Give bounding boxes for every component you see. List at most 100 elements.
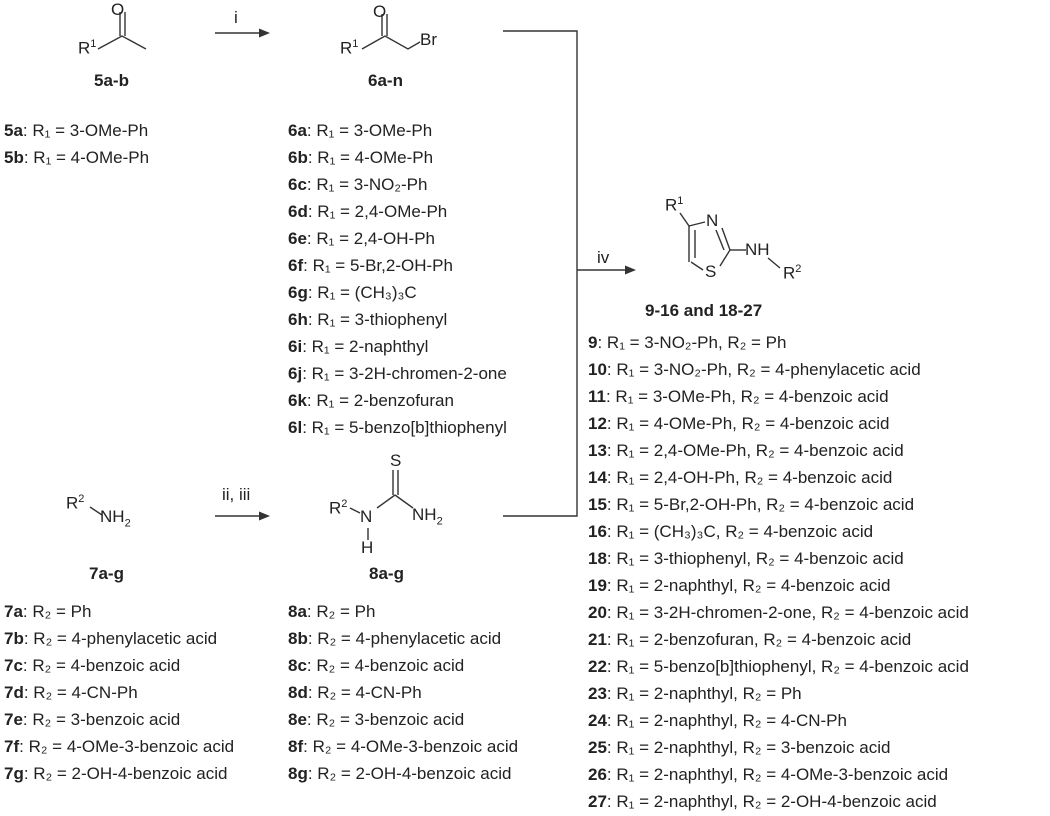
compound-id: 24 xyxy=(588,711,607,730)
atom-r-superscript: 1 xyxy=(90,38,97,50)
list-item: 9: R₁ = 3-NO₂-Ph, R₂ = Ph xyxy=(588,329,969,356)
substituent-text: : R₁ = 2-naphthyl, R₂ = 2-OH-4-benzoic a… xyxy=(606,792,937,811)
compound-id: 14 xyxy=(588,468,607,487)
list-item: 8g: R₂ = 2-OH-4-benzoic acid xyxy=(288,760,518,787)
compound-id: 5b xyxy=(4,148,24,167)
compound-id: 8a xyxy=(288,602,307,621)
compound-id: 8g xyxy=(288,764,308,783)
substituent-text: : R₁ = 3-OMe-Ph, R₂ = 4-benzoic acid xyxy=(605,387,889,406)
substituent-text: : R₁ = (CH₃)₃C, R₂ = 4-benzoic acid xyxy=(606,522,874,541)
list-item: 11: R₁ = 3-OMe-Ph, R₂ = 4-benzoic acid xyxy=(588,383,969,410)
list-item: 6k: R₁ = 2-benzofuran xyxy=(288,387,507,414)
compound-label-7: 7a-g xyxy=(89,564,124,583)
substituent-text: : R₁ = 2-naphthyl, R₂ = 4-benzoic acid xyxy=(606,576,891,595)
compound-id: 7g xyxy=(4,764,24,783)
list-item: 7g: R₂ = 2-OH-4-benzoic acid xyxy=(4,760,234,787)
atom-r-superscript: 2 xyxy=(78,493,85,505)
compound-label-5: 5a-b xyxy=(94,71,129,90)
compound-id: 6b xyxy=(288,148,308,167)
bromoketone-skeleton xyxy=(361,35,421,50)
substituent-text: : R₁ = 2,4-OH-Ph xyxy=(306,229,436,248)
amine-bond xyxy=(89,506,103,516)
list-item: 8f: R₂ = 4-OMe-3-benzoic acid xyxy=(288,733,518,760)
compound-id: 13 xyxy=(588,441,607,460)
atom-r-superscript: 1 xyxy=(677,195,684,207)
list-item: 26: R₁ = 2-naphthyl, R₂ = 4-OMe-3-benzoi… xyxy=(588,761,969,788)
list-item: 23: R₁ = 2-naphthyl, R₂ = Ph xyxy=(588,680,969,707)
atom-r-letter: R xyxy=(329,498,342,518)
reagent-iv: iv xyxy=(597,248,610,267)
compound-id: 6a xyxy=(288,121,307,140)
atom-o: O xyxy=(373,2,387,21)
thiourea-r-n-bond xyxy=(349,507,361,514)
compound-id: 8b xyxy=(288,629,308,648)
list-item: 13: R₁ = 2,4-OMe-Ph, R₂ = 4-benzoic acid xyxy=(588,437,969,464)
list-item: 7a: R₂ = Ph xyxy=(4,598,234,625)
substituent-text: : R₂ = 4-benzoic acid xyxy=(306,656,465,675)
compound-id: 7e xyxy=(4,710,23,729)
substituent-text: : R₁ = 5-benzo[b]thiophenyl, R₂ = 4-benz… xyxy=(606,657,969,676)
compound-id: 23 xyxy=(588,684,607,703)
compound-id: 18 xyxy=(588,549,607,568)
list-item: 6h: R₁ = 3-thiophenyl xyxy=(288,306,507,333)
atom-nh2-base: NH xyxy=(100,507,125,526)
atom-r-superscript: 2 xyxy=(341,498,348,510)
list-item: 7f: R₂ = 4-OMe-3-benzoic acid xyxy=(4,733,234,760)
compound-id: 19 xyxy=(588,576,607,595)
atom-nh2-base: NH xyxy=(412,505,437,524)
substituent-text: : R₂ = 3-benzoic acid xyxy=(306,710,465,729)
substituent-text: : R₂ = 4-benzoic acid xyxy=(22,656,181,675)
arrow-i-head xyxy=(259,28,270,38)
compound-id: 22 xyxy=(588,657,607,676)
substituent-text: : R₁ = 2,4-OMe-Ph, R₂ = 4-benzoic acid xyxy=(606,441,904,460)
list-item: 5a: R₁ = 3-OMe-Ph xyxy=(4,117,149,144)
list-item: 6d: R₁ = 2,4-OMe-Ph xyxy=(288,198,507,225)
reagent-ii-iii: ii, iii xyxy=(222,485,251,504)
substituent-text: : R₂ = 4-OMe-3-benzoic acid xyxy=(19,737,235,756)
list-item: 7c: R₂ = 4-benzoic acid xyxy=(4,652,234,679)
compound-id: 7b xyxy=(4,629,24,648)
atom-s: S xyxy=(705,262,717,281)
list-item: 6g: R₁ = (CH₃)₃C xyxy=(288,279,507,306)
atom-r-letter: R xyxy=(340,38,353,58)
list-item: 6a: R₁ = 3-OMe-Ph xyxy=(288,117,507,144)
atom-r2: R2 xyxy=(66,493,84,514)
thiazole-r1-bond xyxy=(679,212,690,227)
compound-id: 20 xyxy=(588,603,607,622)
arrow-ii-iii-head xyxy=(259,511,270,521)
atom-nh2: NH2 xyxy=(100,507,131,529)
compound-id: 7d xyxy=(4,683,24,702)
atom-o: O xyxy=(111,0,125,19)
atom-r-letter: R xyxy=(78,38,91,58)
substituent-text: : R₂ = 4-CN-Ph xyxy=(23,683,138,702)
atom-nh: NH xyxy=(745,240,770,259)
list-item: 16: R₁ = (CH₃)₃C, R₂ = 4-benzoic acid xyxy=(588,518,969,545)
compound-id: 7a xyxy=(4,602,23,621)
atom-nh2: NH2 xyxy=(412,505,443,527)
compound-id: 27 xyxy=(588,792,607,811)
atom-h: H xyxy=(361,538,374,557)
compound-id: 5a xyxy=(4,121,23,140)
list-item: 8a: R₂ = Ph xyxy=(288,598,518,625)
list-item: 8d: R₂ = 4-CN-Ph xyxy=(288,679,518,706)
ketone-skeleton xyxy=(97,35,147,50)
list-item: 14: R₁ = 2,4-OH-Ph, R₂ = 4-benzoic acid xyxy=(588,464,969,491)
list-item: 8b: R₂ = 4-phenylacetic acid xyxy=(288,625,518,652)
substituent-text: : R₂ = 4-OMe-3-benzoic acid xyxy=(303,737,519,756)
substituent-text: : R₁ = 3-NO₂-Ph, R₂ = 4-phenylacetic aci… xyxy=(606,360,921,379)
atom-nh2-subscript: 2 xyxy=(436,515,443,528)
atom-nh2-subscript: 2 xyxy=(124,517,131,530)
thiazole-nh-r2-bond xyxy=(767,257,781,269)
substituent-text: : R₁ = 2-benzofuran, R₂ = 4-benzoic acid xyxy=(606,630,912,649)
thiazole-n3-c2-bond-2 xyxy=(715,229,725,251)
compound-id: 7c xyxy=(4,656,23,675)
compound-id: 6k xyxy=(288,391,307,410)
compound-id: 11 xyxy=(588,387,606,406)
reagent-i: i xyxy=(234,8,238,27)
substituent-text: : R₂ = 2-OH-4-benzoic acid xyxy=(23,764,228,783)
compound-id: 8e xyxy=(288,710,307,729)
list-item: 6e: R₁ = 2,4-OH-Ph xyxy=(288,225,507,252)
